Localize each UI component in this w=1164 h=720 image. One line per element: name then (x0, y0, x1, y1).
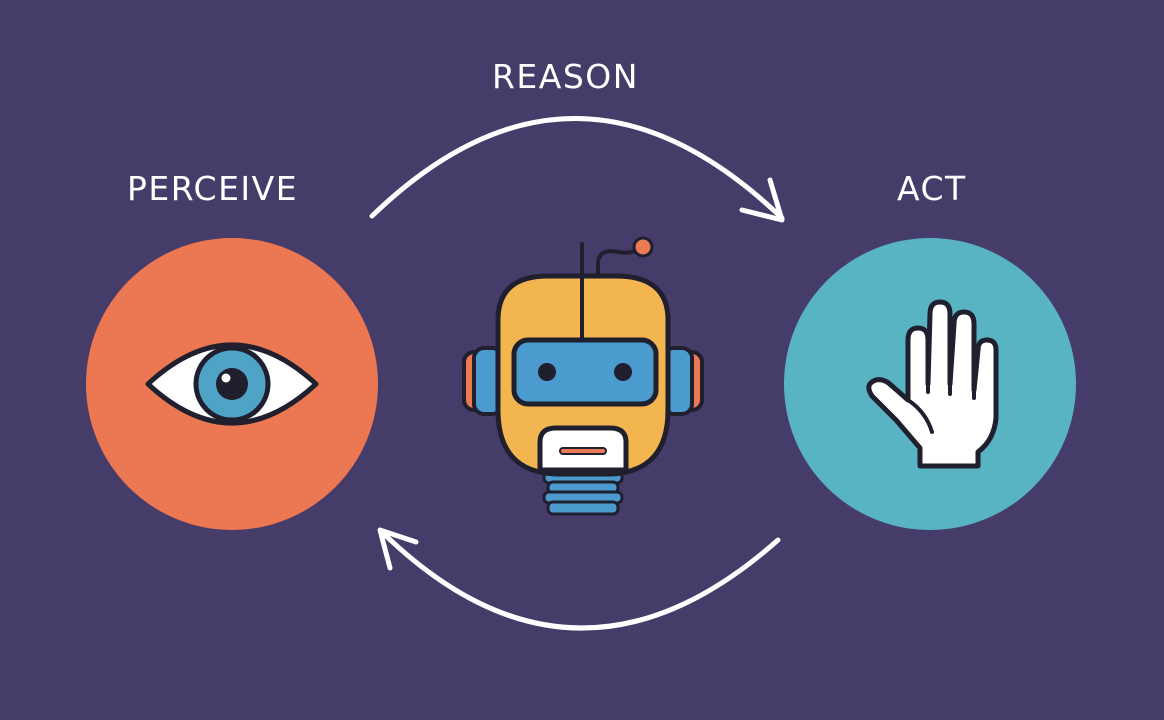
raised-hand-icon (866, 299, 999, 469)
top-cycle-arrow (369, 116, 785, 223)
eye-icon (145, 342, 319, 426)
robot-icon (462, 236, 704, 516)
bottom-cycle-arrow (377, 527, 781, 631)
act-node (784, 238, 1076, 530)
act-label: ACT (897, 169, 967, 208)
perceive-node (86, 238, 378, 530)
robot-neck (542, 470, 624, 516)
perceive-label: PERCEIVE (127, 169, 299, 208)
reason-label: REASON (492, 57, 639, 96)
